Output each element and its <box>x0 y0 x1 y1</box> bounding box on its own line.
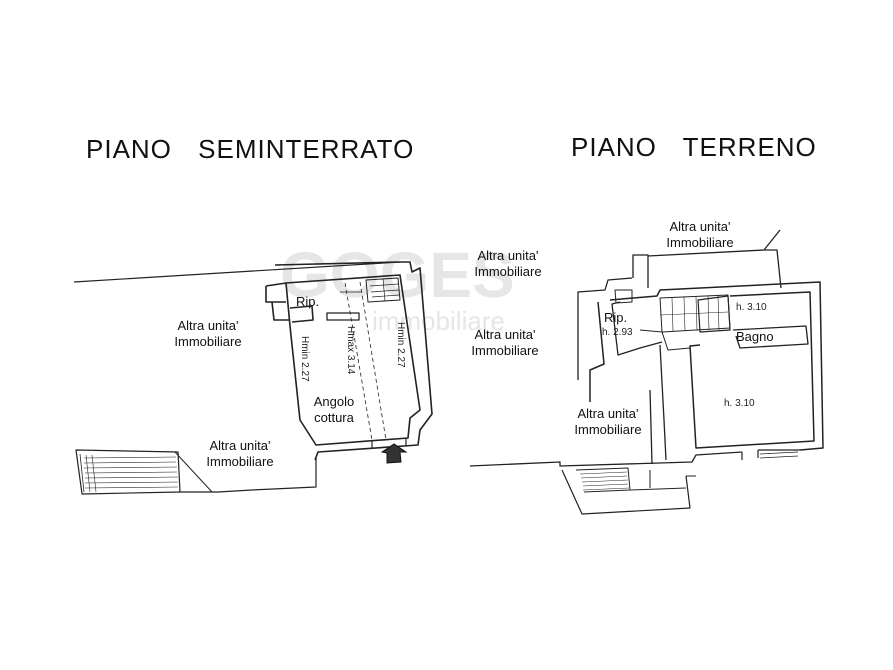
h-main-label: h. 3.10 <box>724 398 755 409</box>
angolo-text: Angolo <box>313 394 355 409</box>
altra-unita-right-left-mid: Altra unita' Immobiliare <box>457 327 553 359</box>
rip-label-right: Rip. <box>604 310 628 325</box>
rip-label-left: Rip. <box>296 294 320 309</box>
cottura-text: cottura <box>314 410 354 425</box>
right-plan <box>469 229 824 515</box>
immobiliare-text: Immobiliare <box>574 422 642 437</box>
hmin-label-1: Hmin 2.27 <box>299 336 310 382</box>
angolo-cottura-label: Angolo cottura <box>304 394 364 426</box>
altra-unita-text: Altra unita' <box>577 406 639 421</box>
altra-unita-left-2: Altra unita' Immobiliare <box>192 438 288 470</box>
bagno-label: Bagno <box>736 329 774 344</box>
altra-unita-text: Altra unita' <box>209 438 271 453</box>
entrance-arrow-icon <box>380 443 408 464</box>
altra-unita-right-top: Altra unita' Immobiliare <box>652 219 748 251</box>
immobiliare-text: Immobiliare <box>474 264 542 279</box>
altra-unita-text: Altra unita' <box>177 318 239 333</box>
immobiliare-text: Immobiliare <box>174 334 242 349</box>
title-seminterrato: PIANO SEMINTERRATO <box>86 134 415 164</box>
left-plan <box>73 261 433 495</box>
hmax-label: Hmax 3.14 <box>345 326 356 375</box>
altra-unita-right-left-bot: Altra unita' Immobiliare <box>560 406 656 438</box>
h-rip-label: h. 2.93 <box>602 327 633 338</box>
altra-unita-left-1: Altra unita' Immobiliare <box>160 318 256 350</box>
watermark-sub: immobiliare <box>372 306 505 336</box>
immobiliare-text: Immobiliare <box>471 343 539 358</box>
immobiliare-text: Immobiliare <box>206 454 274 469</box>
title-terreno: PIANO TERRENO <box>571 132 817 162</box>
h-bagno-label: h. 3.10 <box>736 302 767 313</box>
altra-unita-text: Altra unita' <box>474 327 536 342</box>
hmin-label-2: Hmin 2.27 <box>395 322 406 368</box>
altra-unita-text: Altra unita' <box>669 219 731 234</box>
immobiliare-text: Immobiliare <box>666 235 734 250</box>
altra-unita-right-left-top: Altra unita' Immobiliare <box>460 248 556 280</box>
altra-unita-text: Altra unita' <box>477 248 539 263</box>
